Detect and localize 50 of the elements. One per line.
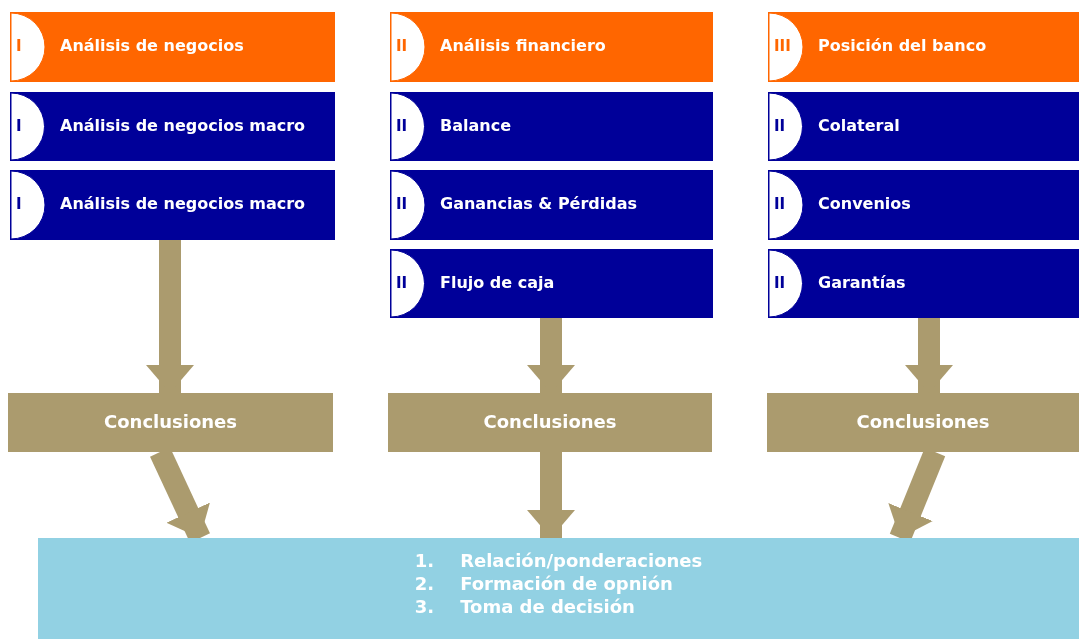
box-label: Colateral: [818, 115, 900, 135]
analysis-item-box: [768, 170, 1079, 240]
roman-numeral: II: [774, 273, 786, 292]
block-arrow: [146, 240, 194, 393]
list-item: Relación/ponderaciones: [460, 550, 703, 571]
block-arrow: [527, 452, 575, 538]
roman-numeral: II: [396, 116, 408, 135]
box-label: Convenios: [818, 194, 911, 213]
analysis-item-box: [390, 170, 713, 240]
conclusion-box: [388, 393, 712, 452]
box-label: Balance: [440, 115, 511, 135]
roman-numeral: II: [396, 195, 408, 213]
roman-numeral: II: [396, 273, 408, 292]
analysis-item-box: [10, 170, 335, 240]
list-item: Toma de decisión: [460, 596, 636, 617]
analysis-item-box: [390, 92, 713, 161]
box-label: Análisis de negocios: [60, 36, 244, 55]
box-label: Análisis de negocios macro: [60, 194, 306, 213]
box-label: Posición del banco: [818, 36, 987, 55]
box-label: Flujo de caja: [440, 272, 555, 292]
roman-numeral: II: [396, 37, 408, 55]
analysis-item-box: [10, 92, 335, 161]
block-arrow: [527, 318, 575, 393]
conclusion-label: Conclusiones: [103, 410, 238, 432]
box-label: Ganancias & Pérdidas: [440, 194, 638, 213]
list-number: 2.: [414, 573, 435, 594]
conclusion-label: Conclusiones: [482, 410, 618, 432]
box-label: Análisis financiero: [440, 36, 606, 55]
roman-numeral: I: [16, 195, 22, 213]
decision-panel: [38, 538, 1079, 639]
roman-numeral: I: [16, 37, 22, 55]
analysis-item-box: [768, 92, 1079, 161]
box-label: Análisis de negocios macro: [60, 115, 306, 135]
conclusion-box: [8, 393, 333, 452]
category-header-box: [10, 12, 335, 82]
roman-numeral: II: [774, 195, 786, 213]
analysis-item-box: [390, 249, 713, 318]
roman-numeral: II: [774, 116, 786, 135]
conclusion-box: [767, 393, 1079, 452]
box-label: Garantías: [818, 272, 906, 292]
category-header-box: [390, 12, 713, 82]
list-number: 1.: [414, 550, 435, 571]
analysis-item-box: [768, 249, 1079, 318]
roman-numeral: I: [16, 116, 22, 135]
block-arrow: [905, 318, 953, 393]
conclusion-label: Conclusiones: [855, 410, 991, 432]
list-number: 3.: [414, 596, 435, 617]
list-item: Formación de opnión: [460, 573, 674, 594]
category-header-box: [768, 12, 1079, 82]
roman-numeral: III: [774, 37, 791, 55]
